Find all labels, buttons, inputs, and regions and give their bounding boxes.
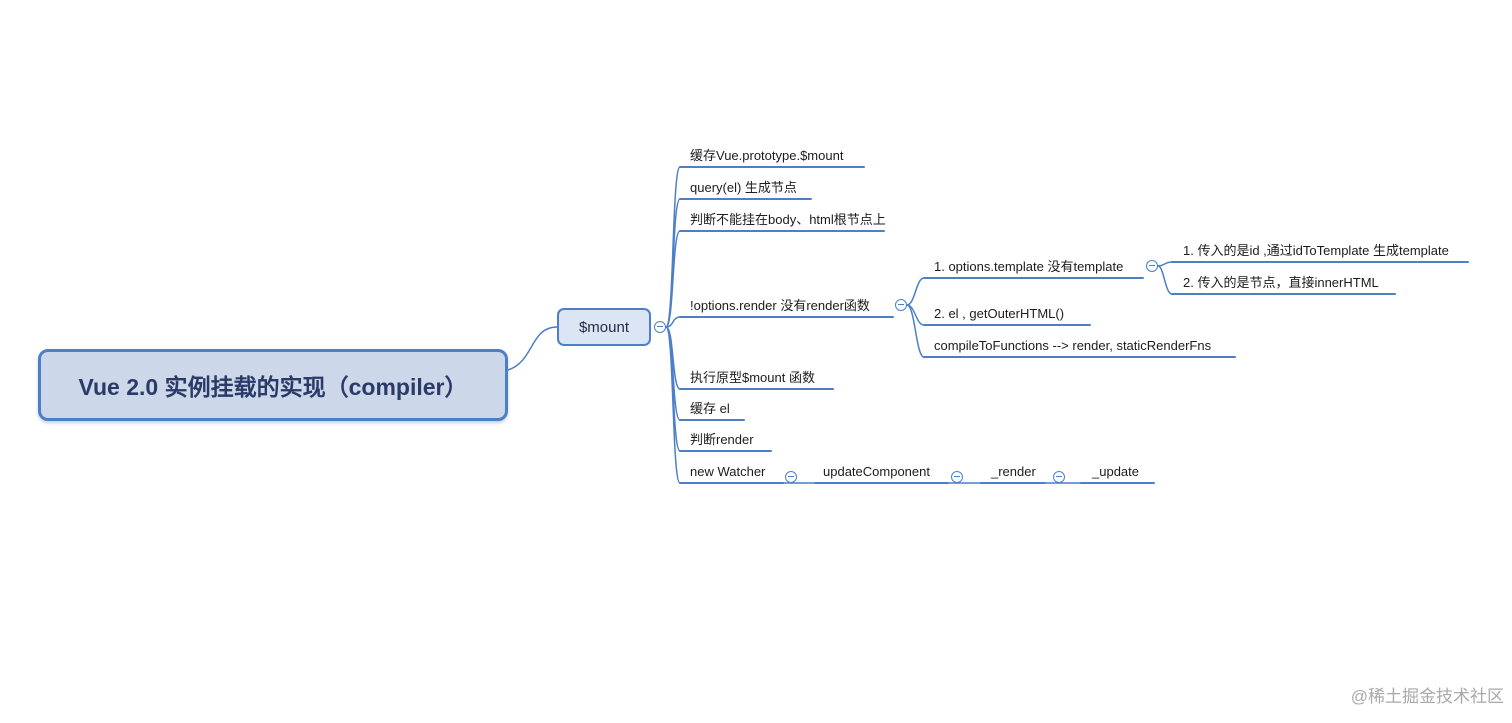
root-topic-label: Vue 2.0 实例挂载的实现（compiler） (78, 374, 468, 400)
connector-mount-b1 (665, 166, 681, 328)
collapse-icon-render-fn[interactable] (1053, 471, 1065, 483)
mount-topic-label: $mount (578, 318, 630, 336)
connector-mount-b4 (665, 316, 681, 328)
connector-render-c1 (906, 277, 925, 306)
topic-options-template[interactable]: 1. options.template 没有template (934, 259, 1124, 274)
root-topic[interactable]: Vue 2.0 实例挂载的实现（compiler） (38, 349, 508, 421)
topic-judge-render[interactable]: 判断render (690, 432, 754, 447)
topic-query-el[interactable]: query(el) 生成节点 (690, 180, 797, 195)
connector-mount-b2 (665, 198, 681, 328)
topic-compile-to-functions[interactable]: compileToFunctions --> render, staticRen… (934, 338, 1212, 353)
topic-render-fn[interactable]: _render (991, 464, 1036, 479)
topic-node-innerhtml[interactable]: 2. 传入的是节点，直接innerHTML (1183, 275, 1379, 290)
topic-el-getouterhtml[interactable]: 2. el , getOuterHTML() (934, 306, 1065, 321)
topic-cache-el[interactable]: 缓存 el (690, 401, 730, 416)
topic-no-render[interactable]: !options.render 没有render函数 (690, 298, 870, 313)
topic-new-watcher[interactable]: new Watcher (690, 464, 766, 479)
collapse-icon-no-render[interactable] (895, 299, 907, 311)
connector-template-d2 (1157, 265, 1173, 295)
collapse-icon-options-template[interactable] (1146, 260, 1158, 272)
connector-mount-b8 (665, 326, 681, 484)
connector-mount-b3 (665, 230, 681, 328)
topic-cache-prototype-mount[interactable]: 缓存Vue.prototype.$mount (690, 148, 844, 163)
topic-id-to-template[interactable]: 1. 传入的是id ,通过idToTemplate 生成template (1183, 243, 1449, 258)
topic-exec-proto-mount[interactable]: 执行原型$mount 函数 (690, 370, 815, 385)
connector-root-to-mount (507, 326, 558, 371)
topic-update-fn[interactable]: _update (1092, 464, 1139, 479)
mount-topic[interactable]: $mount (557, 308, 651, 346)
connector-template-d1 (1157, 261, 1173, 267)
connector-render-c3 (906, 304, 925, 358)
topic-update-component[interactable]: updateComponent (823, 464, 930, 479)
watermark: @稀土掘金技术社区 (1350, 687, 1504, 706)
collapse-icon-new-watcher[interactable] (785, 471, 797, 483)
topic-not-body-html[interactable]: 判断不能挂在body、html根节点上 (690, 212, 886, 227)
collapse-icon-mount[interactable] (654, 321, 666, 333)
collapse-icon-update-component[interactable] (951, 471, 963, 483)
